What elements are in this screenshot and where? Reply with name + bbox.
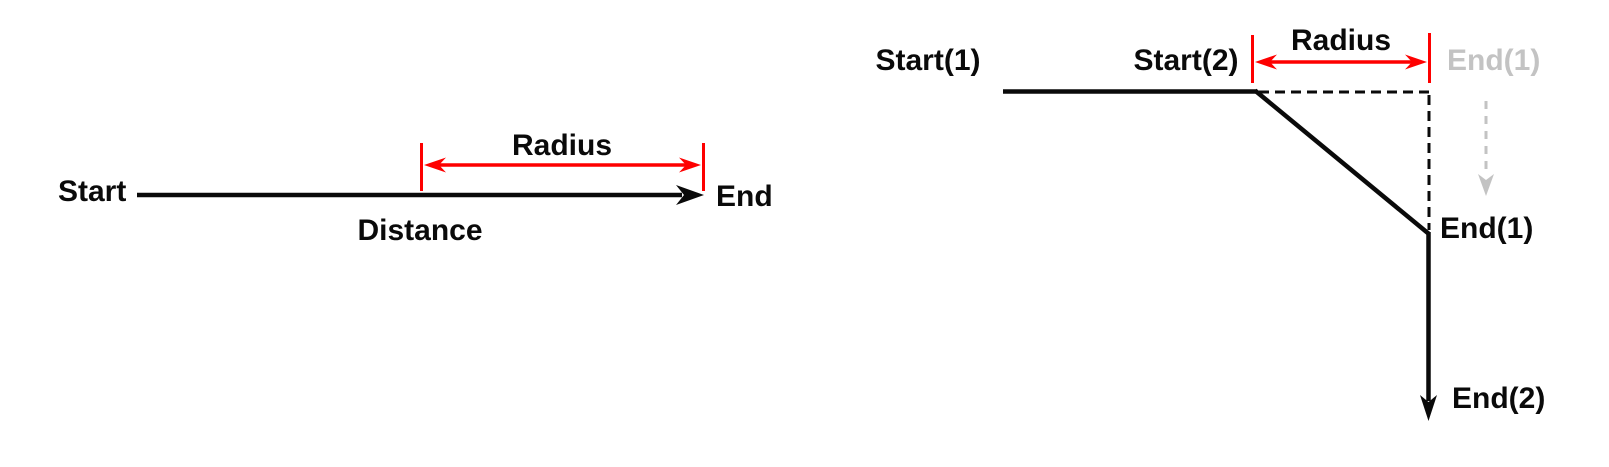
right-diagonal-line [1253,88,1431,236]
right-ghost-arrowhead-icon [1478,174,1494,196]
right-radius-arrowhead-right-icon [1405,54,1427,70]
right-end1-ghost-label: End(1) [1447,44,1541,77]
left-radius-arrowhead-right-icon [679,157,701,173]
right-diagram [1003,33,1494,421]
right-radius-label: Radius [1290,24,1392,57]
left-radius-arrowhead-left-icon [424,157,446,173]
left-start-label: Start [58,175,127,208]
left-radius-label: Radius [511,129,613,162]
left-end-label: End [716,180,773,213]
left-distance-label: Distance [357,214,483,247]
right-start1-label: Start(1) [875,44,981,77]
right-start2-label: Start(2) [1133,44,1239,77]
right-radius-arrowhead-left-icon [1255,54,1277,70]
right-end1-label: End(1) [1440,212,1534,245]
left-distance-arrowhead-icon [676,185,704,205]
left-diagram [137,143,705,205]
right-end2-arrowhead-icon [1420,395,1437,421]
right-end2-label: End(2) [1452,382,1546,415]
